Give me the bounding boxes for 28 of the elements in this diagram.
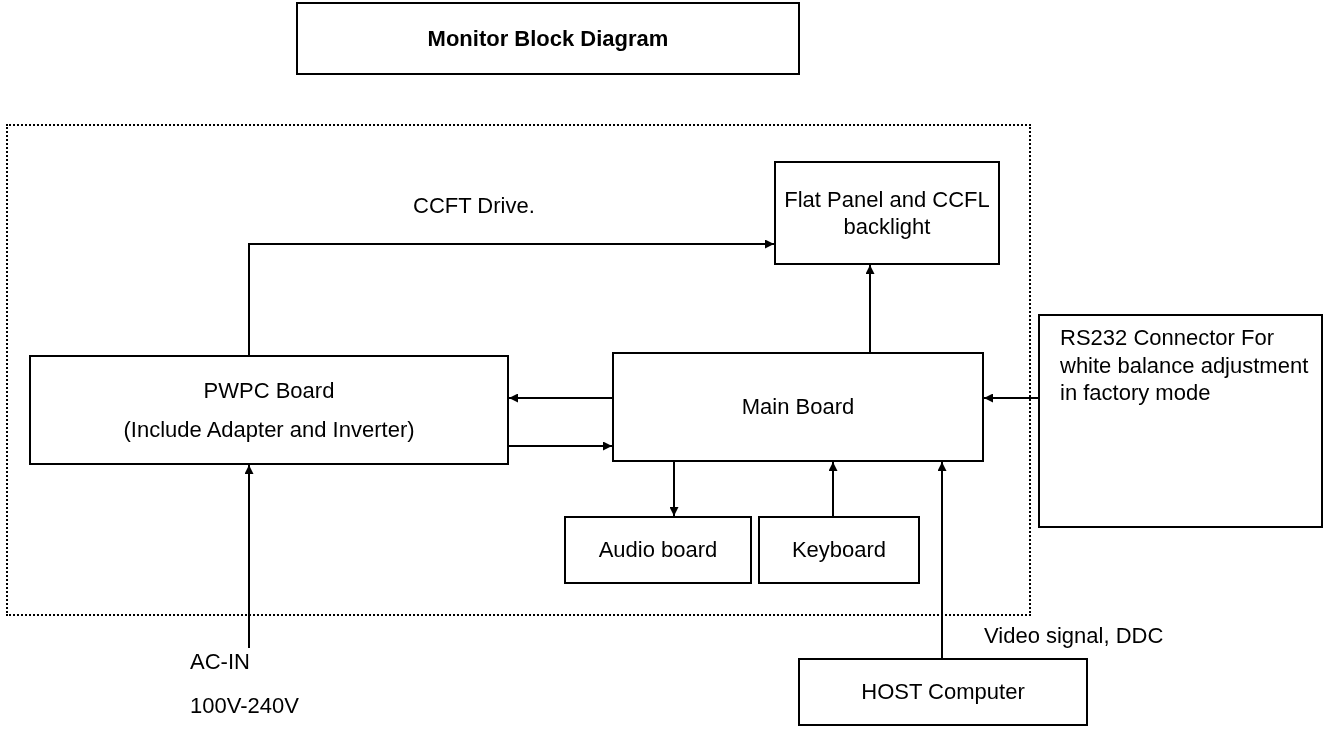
block-text: Flat Panel and CCFL backlight	[783, 185, 991, 241]
block-text: PWPC Board	[203, 376, 335, 404]
title-box: Monitor Block Diagram	[296, 2, 800, 75]
block-box	[29, 355, 509, 465]
block-text: HOST Computer	[861, 678, 1025, 706]
block-text: Main Board	[741, 393, 855, 421]
block-text: Keyboard	[791, 536, 887, 564]
block-text: 100V-240V	[190, 691, 299, 719]
block-box	[612, 352, 984, 462]
block-text: (Include Adapter and Inverter)	[123, 416, 415, 444]
arrow	[983, 393, 1039, 403]
arrow	[937, 461, 947, 659]
block-text: Audio board	[598, 536, 718, 564]
arrow	[669, 461, 679, 517]
block-text: AC-IN	[190, 648, 250, 676]
arrow	[508, 441, 613, 451]
block-box	[758, 516, 920, 584]
block-box	[1038, 314, 1323, 528]
block-box	[798, 658, 1088, 726]
arrow	[244, 464, 254, 649]
arrow	[248, 239, 775, 356]
block-box	[564, 516, 752, 584]
arrow	[508, 393, 613, 403]
arrow	[828, 461, 838, 517]
block-box	[774, 161, 1000, 265]
dotted-enclosure	[6, 124, 1031, 616]
arrow	[865, 264, 875, 353]
block-text: RS232 Connector For white balance adjustment in factory mode	[1060, 324, 1310, 407]
